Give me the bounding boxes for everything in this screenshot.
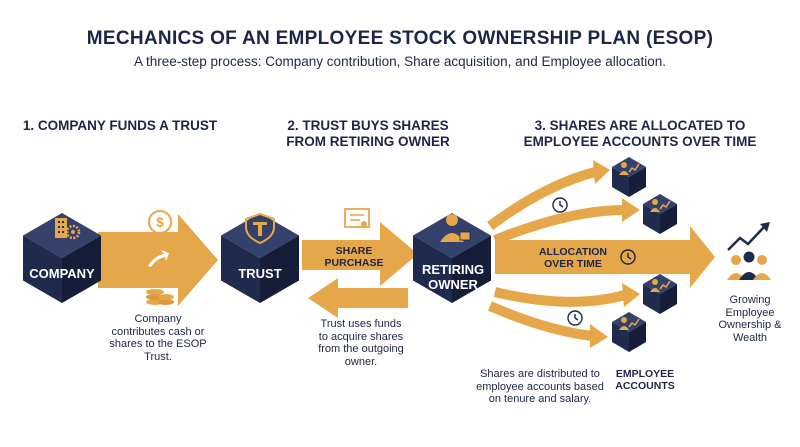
wealth-caption: Growing Employee Ownership & Wealth bbox=[718, 294, 782, 344]
share-purchase-label: SHARE PURCHASE bbox=[324, 245, 384, 269]
share-purchase-arrow bbox=[302, 222, 418, 286]
return-arrow bbox=[308, 278, 408, 318]
step-3-heading: 3. SHARES ARE ALLOCATED TO EMPLOYEE ACCO… bbox=[523, 118, 757, 149]
step-2-heading: 2. TRUST BUYS SHARES FROM RETIRING OWNER bbox=[286, 118, 450, 149]
growth-group-icon bbox=[727, 222, 771, 280]
svg-text:$: $ bbox=[156, 214, 164, 230]
trust-label: TRUST bbox=[238, 266, 282, 281]
arrow-curve-icon bbox=[148, 250, 169, 267]
page-subtitle: A three-step process: Company contributi… bbox=[133, 54, 667, 69]
step-1-heading: 1. COMPANY FUNDS A TRUST bbox=[22, 118, 218, 133]
employee-account-cube bbox=[612, 157, 646, 197]
employee-accounts-label: EMPLOYEE ACCOUNTS bbox=[615, 368, 675, 392]
retiring-owner-label: RETIRING OWNER bbox=[422, 262, 485, 292]
clock-icon bbox=[567, 310, 583, 326]
dollar-coin-icon: $ bbox=[148, 210, 172, 234]
employee-account-cube bbox=[643, 194, 677, 234]
certificate-icon bbox=[344, 208, 370, 228]
employee-account-cube bbox=[612, 312, 646, 352]
company-to-trust-arrow bbox=[98, 214, 218, 306]
coin-stack-icon bbox=[146, 289, 174, 305]
employee-account-cube bbox=[643, 274, 677, 314]
handshake-icon bbox=[345, 289, 376, 307]
company-label: COMPANY bbox=[29, 266, 95, 281]
shield-icon bbox=[245, 212, 275, 245]
company-caption: Company contributes cash or shares to th… bbox=[109, 313, 207, 363]
allocation-fan-arrows bbox=[487, 160, 715, 348]
page-title: MECHANICS OF AN EMPLOYEE STOCK OWNERSHIP… bbox=[86, 28, 714, 49]
distribution-caption: Shares are distributed to employee accou… bbox=[476, 368, 604, 405]
trust-caption: Trust uses funds to acquire shares from … bbox=[318, 318, 404, 368]
building-gear-icon bbox=[55, 218, 81, 240]
businessman-icon bbox=[440, 214, 471, 242]
clock-icon bbox=[552, 197, 568, 213]
allocation-label: ALLOCATION OVER TIME bbox=[538, 246, 608, 270]
